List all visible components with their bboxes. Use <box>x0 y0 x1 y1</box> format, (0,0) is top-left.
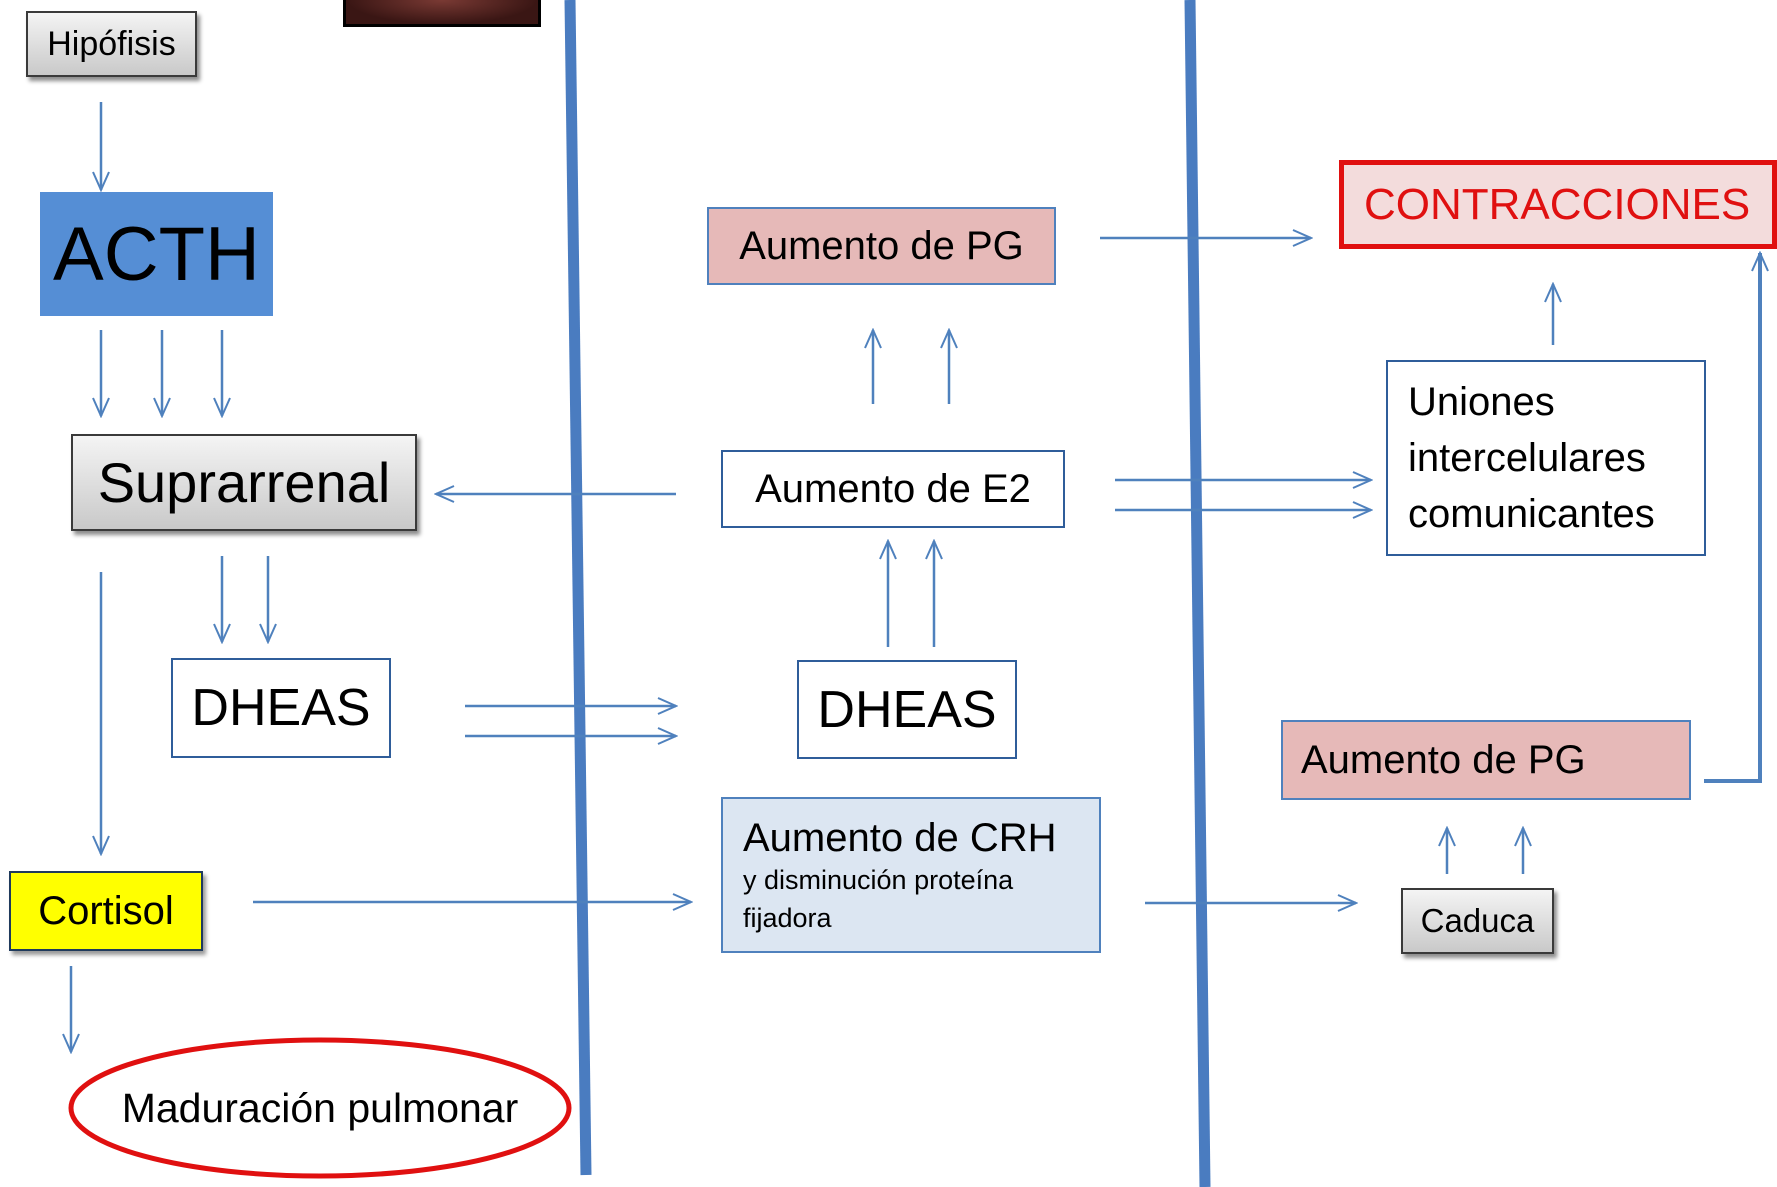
divider-left <box>564 0 592 1176</box>
arrow-pg-right-contracciones <box>1704 253 1760 783</box>
aumento-crh-sublabel: y disminución proteína fijadora <box>743 865 1014 933</box>
cortisol-label: Cortisol <box>38 888 174 933</box>
uniones-box: Uniones intercelulares comunicantes <box>1386 360 1706 556</box>
cortisol-box: Cortisol <box>9 871 203 951</box>
aumento-e2-label: Aumento de E2 <box>755 466 1031 511</box>
suprarrenal-label: Suprarrenal <box>97 451 391 514</box>
dheas-middle-box: DHEAS <box>797 660 1017 759</box>
aumento-crh-label: Aumento de CRH <box>743 816 1057 860</box>
aumento-crh-box: Aumento de CRH y disminución proteína fi… <box>721 797 1101 953</box>
aumento-pg-right-box: Aumento de PG <box>1281 720 1691 800</box>
contracciones-box: CONTRACCIONES <box>1339 160 1777 249</box>
dheas-middle-label: DHEAS <box>817 680 997 739</box>
aumento-pg-top-label: Aumento de PG <box>739 223 1024 268</box>
photo-fragment <box>343 0 541 27</box>
hipofisis-box: Hipófisis <box>26 11 197 77</box>
aumento-e2-box: Aumento de E2 <box>721 450 1065 528</box>
caduca-box: Caduca <box>1401 888 1554 954</box>
suprarrenal-box: Suprarrenal <box>71 434 417 531</box>
dheas-left-label: DHEAS <box>191 679 371 737</box>
acth-label: ACTH <box>53 211 260 297</box>
uniones-label: Uniones intercelulares comunicantes <box>1408 380 1655 536</box>
caduca-label: Caduca <box>1420 902 1535 939</box>
hipofisis-label: Hipófisis <box>47 24 176 63</box>
aumento-pg-top-box: Aumento de PG <box>707 207 1056 285</box>
maduracion-ellipse <box>68 1037 572 1179</box>
contracciones-label: CONTRACCIONES <box>1364 179 1751 229</box>
acth-box: ACTH <box>40 192 273 316</box>
dheas-left-box: DHEAS <box>171 658 391 758</box>
aumento-pg-right-label: Aumento de PG <box>1301 737 1586 782</box>
divider-right <box>1184 0 1211 1187</box>
maduracion-label: Maduración pulmonar <box>121 1084 519 1131</box>
